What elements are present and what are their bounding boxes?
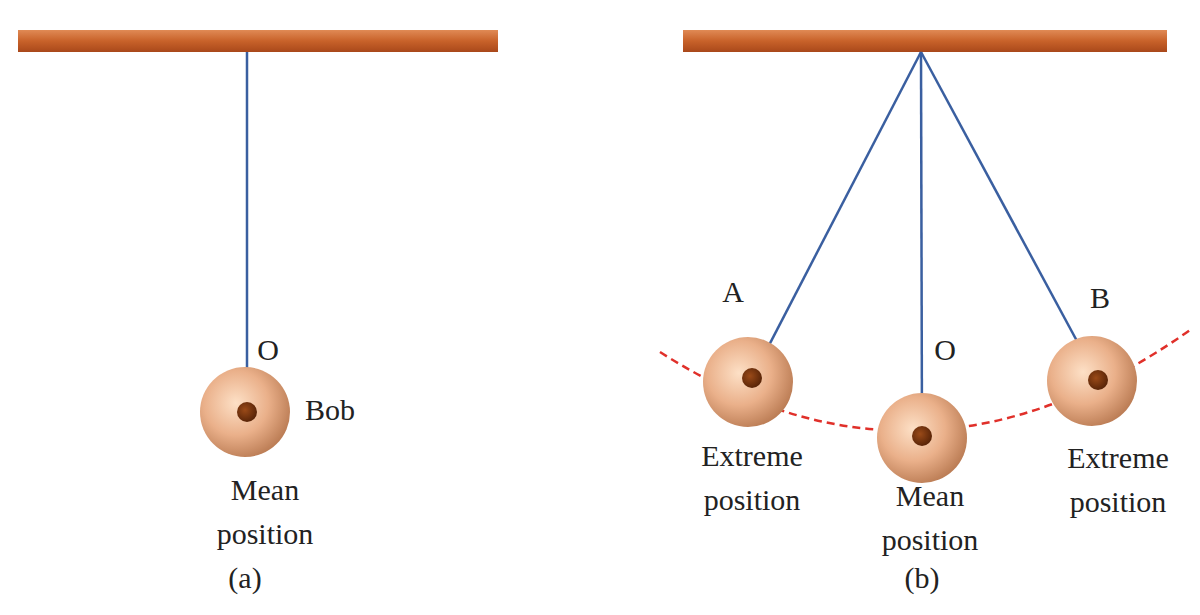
- bob-center: [1088, 370, 1108, 390]
- bob: [703, 337, 793, 427]
- figure-label: (b): [892, 556, 952, 600]
- figure-label: (a): [215, 556, 275, 600]
- bob-center: [237, 402, 257, 422]
- position-label: Mean position: [860, 474, 1000, 562]
- string: [921, 52, 1098, 380]
- point-label: B: [1080, 276, 1120, 320]
- point-label: O: [925, 328, 965, 372]
- support-bar: [18, 30, 498, 52]
- bob-center: [742, 368, 762, 388]
- position-label: Extreme position: [1048, 436, 1188, 524]
- support-bar: [683, 30, 1167, 52]
- bob: [877, 393, 967, 483]
- position-label: Extreme position: [682, 434, 822, 522]
- bob: [200, 367, 290, 457]
- string: [921, 52, 922, 436]
- point-label: O: [248, 328, 288, 372]
- bob: [1047, 336, 1137, 426]
- string: [752, 52, 921, 378]
- string: [246, 52, 249, 410]
- position-label: Mean position: [195, 468, 335, 556]
- bob-center: [912, 426, 932, 446]
- part-label: Bob: [295, 388, 365, 432]
- point-label: A: [713, 270, 753, 314]
